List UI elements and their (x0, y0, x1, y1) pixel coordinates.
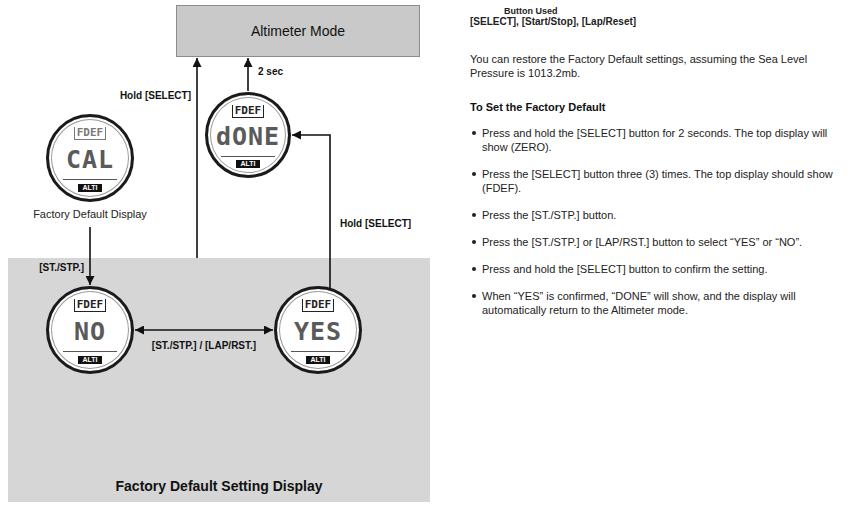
button-label: 2 sec (258, 66, 283, 78)
bullet-dot (472, 240, 476, 244)
mode-tab: ALTI (236, 160, 259, 168)
section-heading: To Set the Factory Default (470, 100, 850, 114)
mode-box: Altimeter Mode (176, 5, 420, 57)
lcd-top-text: FDEF (302, 299, 335, 312)
flow-arrow (135, 329, 273, 331)
bullet-dot (472, 294, 476, 298)
flow-arrow (196, 58, 198, 258)
lcd-top-text: FDEF (74, 127, 107, 140)
watch-display: FDEF NO ALTI (46, 286, 134, 374)
button-label: Hold [SELECT] (340, 218, 411, 230)
bullet-dot (472, 213, 476, 217)
region-title: Factory Default Setting Display (8, 478, 430, 494)
step-text: Press the [SELECT] button three (3) time… (482, 167, 850, 195)
step-item: Press and hold the [SELECT] button for 2… (470, 126, 850, 154)
lcd-divider (63, 351, 118, 352)
lcd-main-text: NO (74, 318, 106, 345)
mode-tab: ALTI (78, 356, 101, 364)
mode-tab: ALTI (78, 184, 101, 192)
instruction-column: Button Used[SELECT], [Start/Stop], [Lap/… (470, 6, 850, 317)
mode-tab: ALTI (306, 356, 329, 364)
display-caption: Factory Default Display (33, 208, 147, 221)
flow-arrow (247, 58, 249, 91)
buttons-heading: Button Used (504, 6, 850, 16)
lcd-main-text: CAL (66, 146, 114, 173)
button-label: Hold [SELECT] (120, 90, 191, 102)
watch-display: FDEF CAL ALTI Factory Default Display (20, 114, 160, 224)
lcd-main-text: YES (294, 318, 342, 345)
lcd-divider (291, 351, 346, 352)
setting-region: Factory Default Setting Display FDEF NO ALT… (8, 258, 430, 502)
buttons-list: [SELECT], [Start/Stop], [Lap/Reset] (470, 16, 850, 28)
button-label: [ST./STP.] (39, 262, 84, 274)
step-item: Press the [SELECT] button three (3) time… (470, 167, 850, 195)
button-label: [ST./STP.] / [LAP/RST.] (152, 340, 256, 352)
step-item: Press and hold the [SELECT] button to co… (470, 262, 850, 276)
step-text: Press the [ST./STP.] or [LAP/RST.] butto… (482, 235, 850, 249)
lcd-divider (63, 179, 118, 180)
watch-display: FDEF YES ALTI (274, 286, 362, 374)
lcd-top-text: FDEF (232, 105, 265, 118)
mode-title: Altimeter Mode (251, 23, 345, 39)
bullet-dot (472, 131, 476, 135)
step-text: When “YES” is confirmed, “DONE” will sho… (482, 289, 850, 317)
step-text: Press the [ST./STP.] button. (482, 208, 850, 222)
intro-text: You can restore the Factory Default sett… (470, 52, 850, 80)
lcd-main-text: dONE (216, 123, 280, 150)
step-item: Press the [ST./STP.] or [LAP/RST.] butto… (470, 235, 850, 249)
watch-display: FDEF dONE ALTI (205, 92, 291, 178)
step-item: Press the [ST./STP.] button. (470, 208, 850, 222)
flow-arrow (89, 227, 91, 285)
lcd-top-text: FDEF (74, 299, 107, 312)
step-text: Press and hold the [SELECT] button to co… (482, 262, 850, 276)
bullet-dot (472, 172, 476, 176)
step-item: When “YES” is confirmed, “DONE” will sho… (470, 289, 850, 317)
step-text: Press and hold the [SELECT] button for 2… (482, 126, 850, 154)
lcd-divider (221, 156, 274, 157)
bullet-dot (472, 267, 476, 271)
